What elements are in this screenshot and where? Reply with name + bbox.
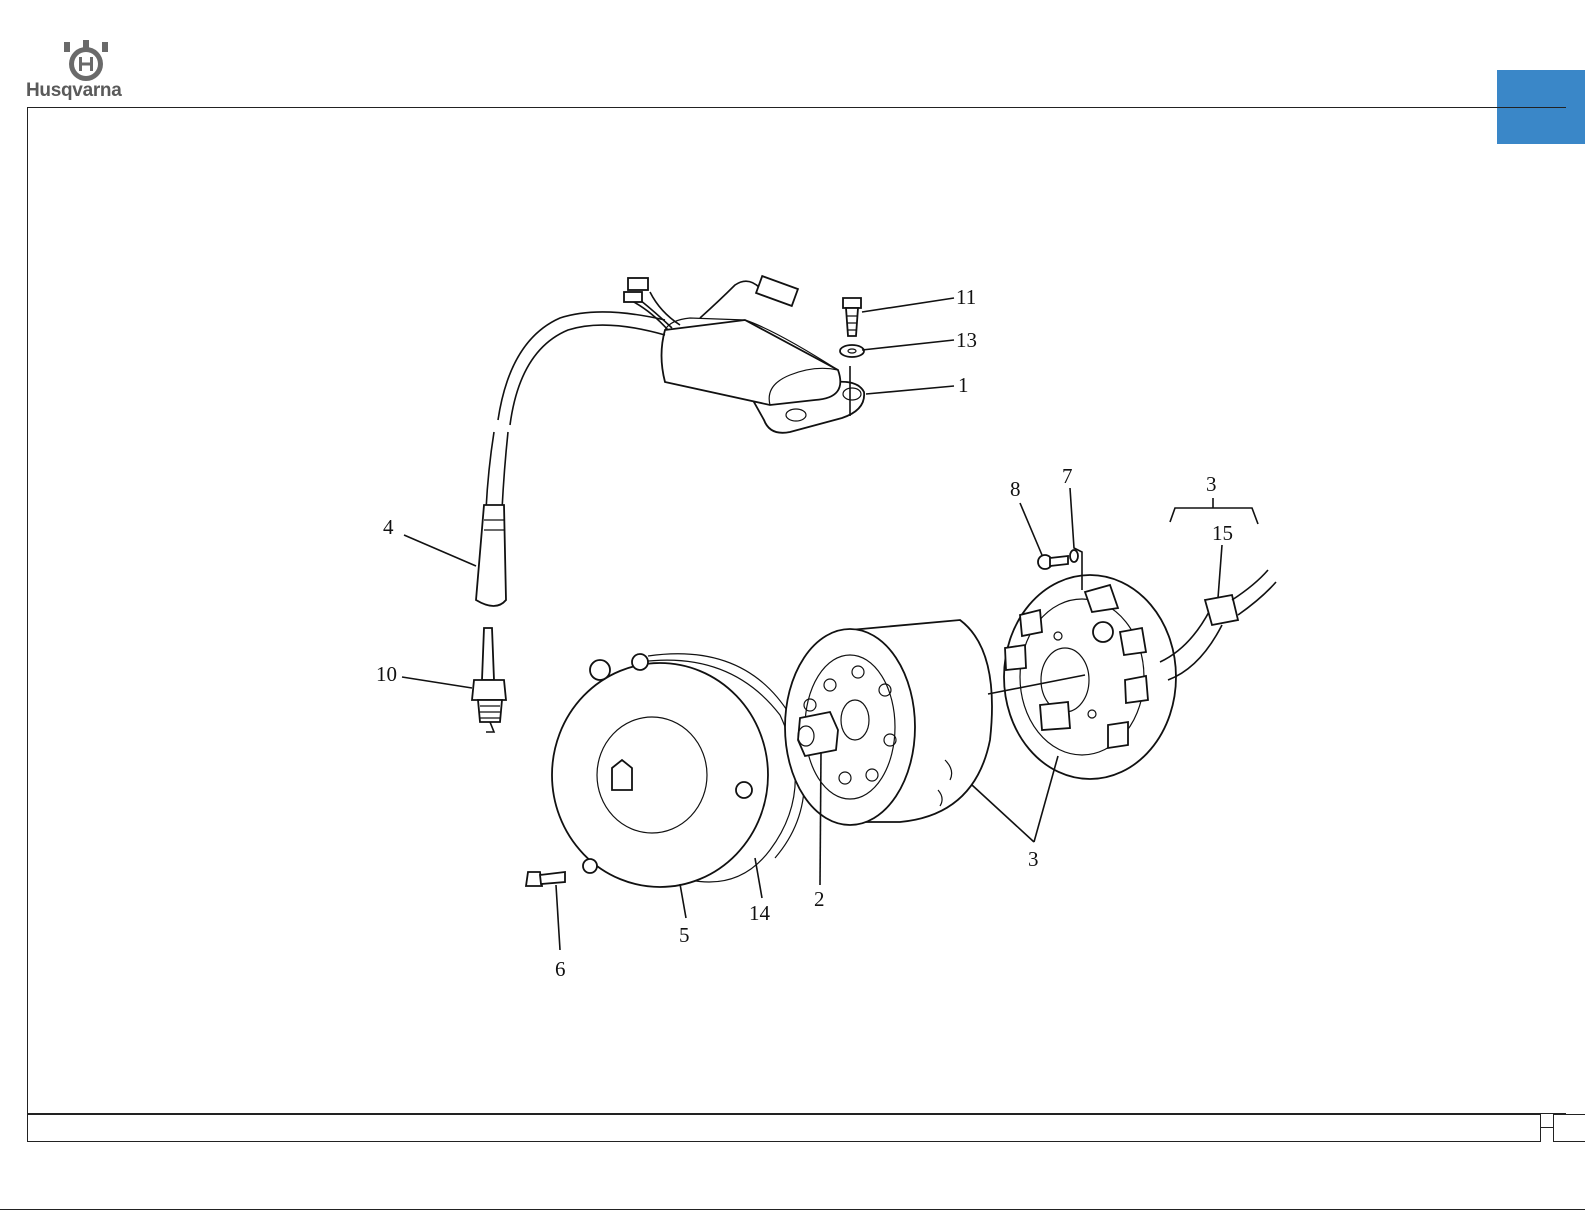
callout-11: 11 [956,285,976,309]
callout-7: 7 [1062,464,1073,488]
callout-4: 4 [383,515,394,539]
bolt-and-washer [840,298,864,357]
stator-plate [1004,570,1276,779]
callout-5: 5 [679,923,690,947]
flywheel-cover [552,654,804,887]
ignition-coil [476,276,864,606]
cover-screw [526,872,565,886]
callout-13: 13 [956,328,977,352]
callout-1: 1 [958,373,969,397]
callout-2: 2 [814,887,825,911]
callout-14: 14 [749,901,771,925]
callout-8: 8 [1010,477,1021,501]
callout-15: 15 [1212,521,1233,545]
flywheel-rotor [785,620,992,825]
stator-screw [1038,550,1078,569]
callout-6: 6 [555,957,566,981]
callout-3-stator: 3 [1206,472,1217,496]
spark-plug [472,628,506,732]
callout-10: 10 [376,662,397,686]
callout-3-rotor: 3 [1028,847,1039,871]
